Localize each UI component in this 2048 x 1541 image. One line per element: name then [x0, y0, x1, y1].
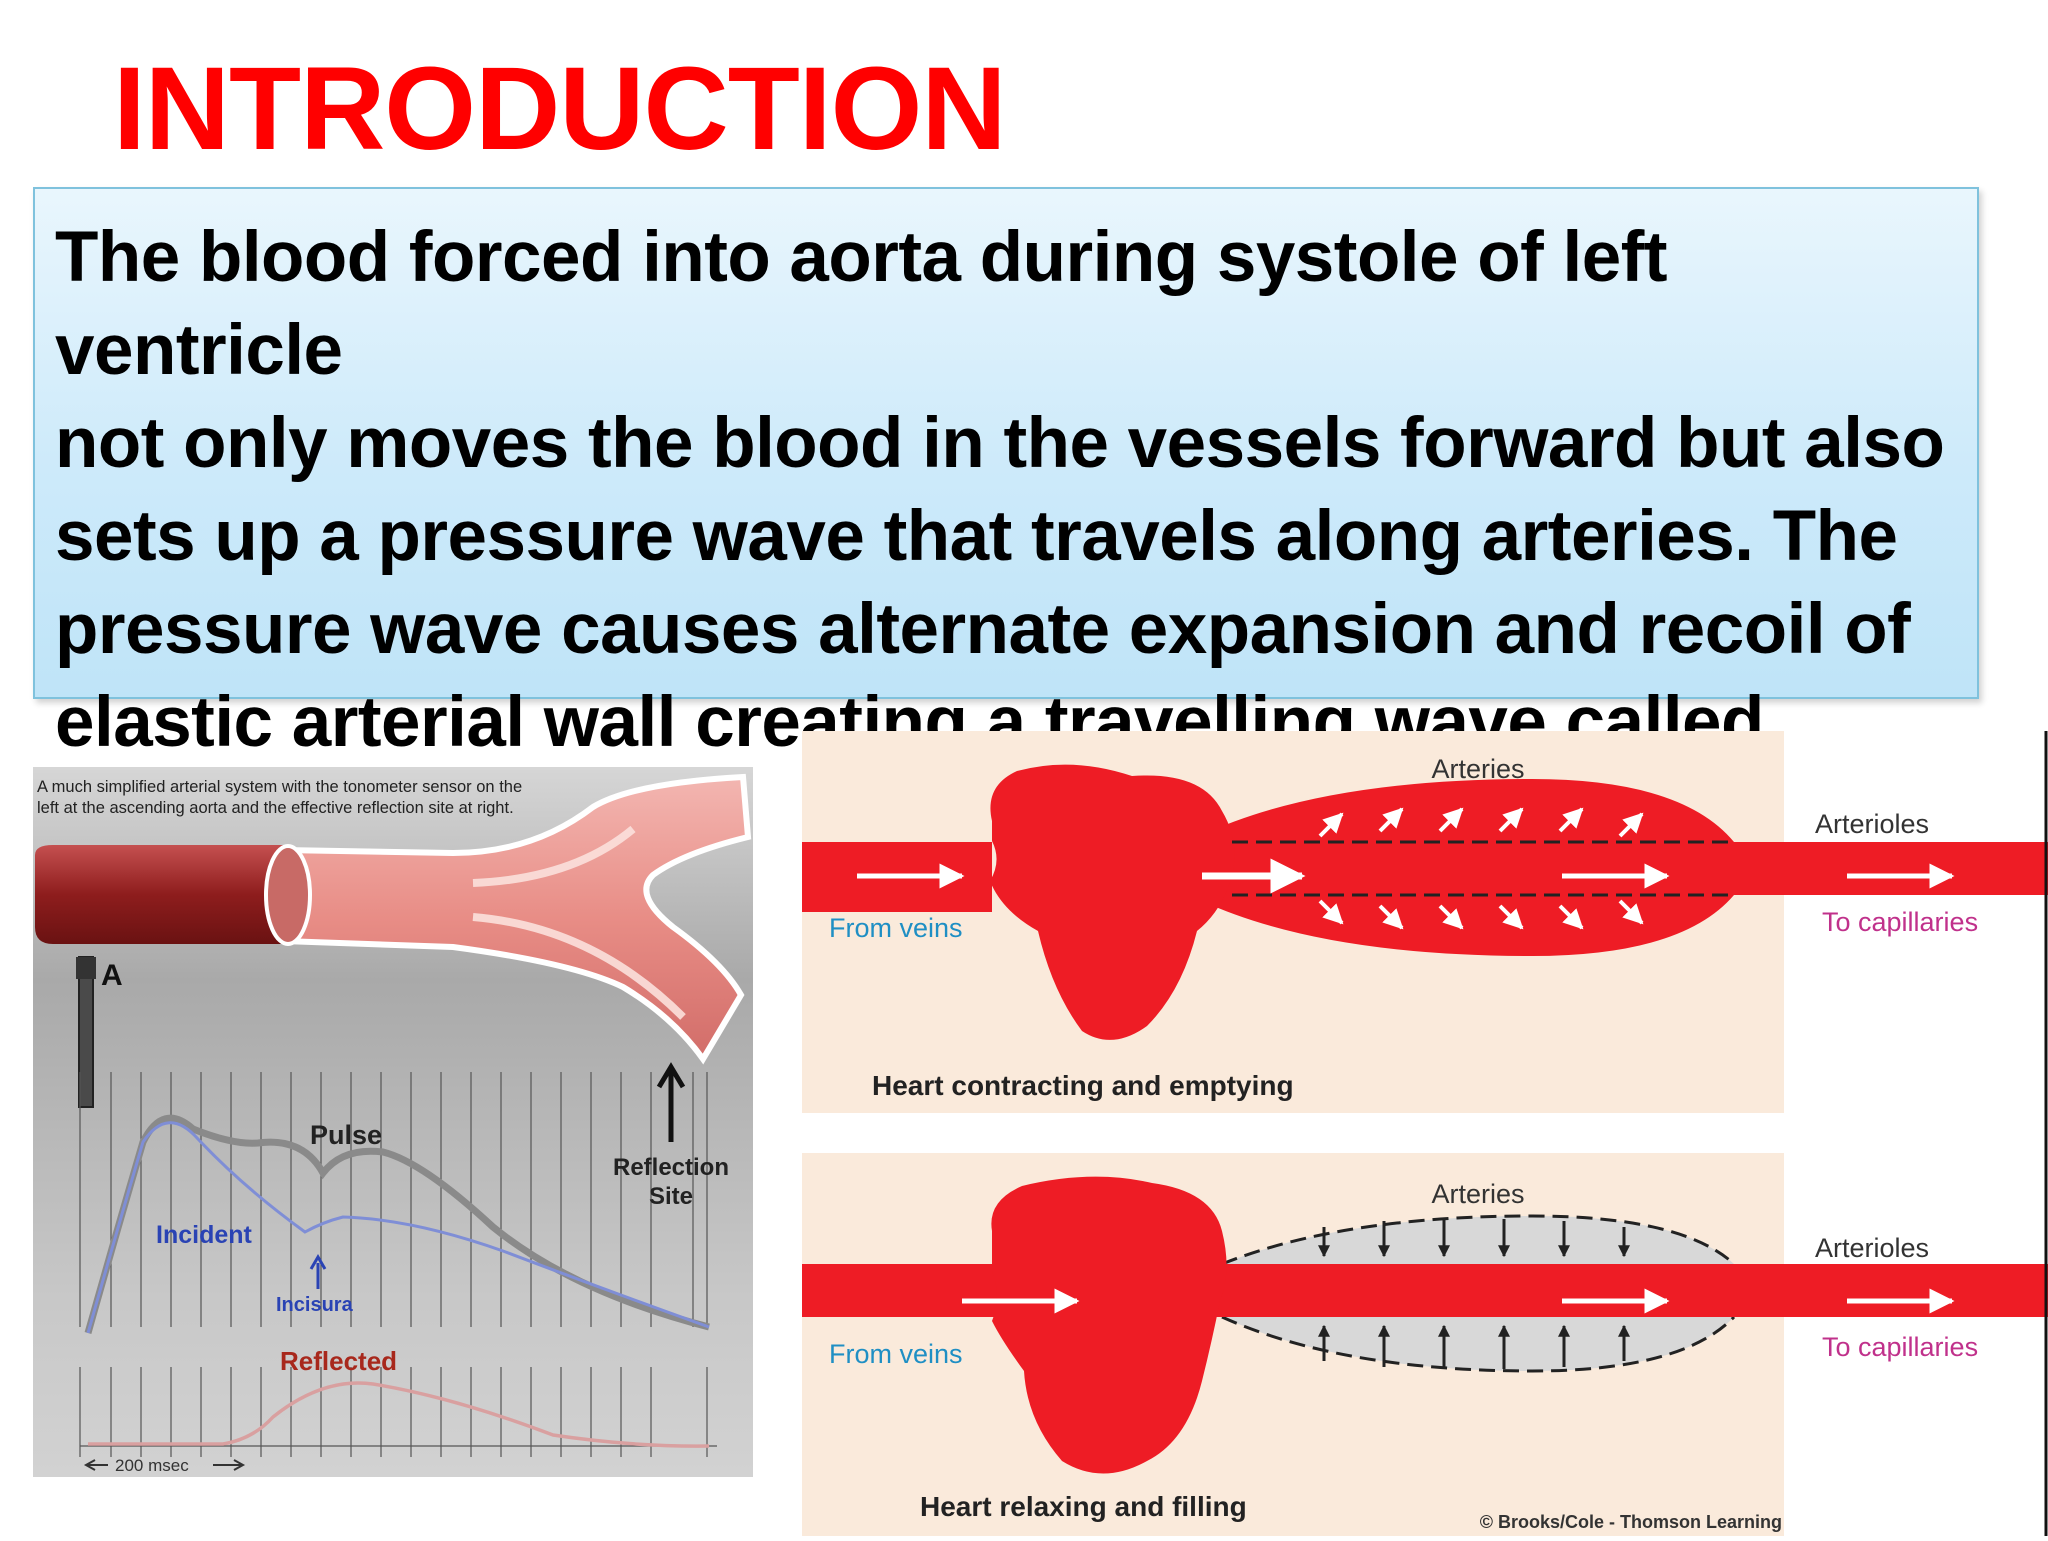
body-line-2: not only moves the blood in the vessels … — [55, 404, 1945, 483]
caption-line-1: A much simplified arterial system with t… — [37, 778, 522, 796]
intro-paragraph: The blood forced into aorta during systo… — [55, 211, 1959, 862]
top-from-veins-label: From veins — [829, 913, 963, 943]
reflection-site-label-2: Site — [649, 1183, 693, 1210]
body-line-1: The blood forced into aorta during systo… — [55, 218, 1668, 390]
reflected-label: Reflected — [280, 1346, 397, 1376]
time-scale-label: 200 msec — [115, 1456, 189, 1475]
sensor-label: A — [101, 959, 123, 992]
artery-tree — [35, 773, 752, 1065]
pulse-label: Pulse — [310, 1120, 382, 1150]
tonometer-sensor: A — [76, 956, 123, 1108]
bottom-arteries-label: Arteries — [1431, 1179, 1524, 1209]
bottom-from-veins-label: From veins — [829, 1339, 963, 1369]
slide-title: INTRODUCTION — [113, 43, 1007, 175]
waveform-grid — [79, 1072, 717, 1457]
caption-line-2: left at the ascending aorta and the effe… — [37, 799, 514, 817]
top-panel-caption: Heart contracting and emptying — [872, 1070, 1294, 1101]
bottom-to-capillaries-label: To capillaries — [1822, 1332, 1978, 1362]
top-to-capillaries-label: To capillaries — [1822, 907, 1978, 937]
heart-arteries-figure: Arteries Arterioles From veins To capill… — [802, 731, 2048, 1536]
heart-arteries-diagram: Arteries Arterioles From veins To capill… — [802, 731, 2048, 1536]
heart-contracting — [990, 764, 1235, 1040]
arterial-pulse-diagram: A much simplified arterial system with t… — [35, 773, 752, 1475]
reflection-site-arrow-icon — [656, 1062, 686, 1142]
incisura-label: Incisura — [276, 1294, 354, 1316]
body-line-3: sets up a pressure wave that travels alo… — [55, 497, 1898, 576]
heart-contracting-panel: Arteries Arterioles From veins To capill… — [802, 731, 2048, 1113]
intro-text-box: The blood forced into aorta during systo… — [33, 187, 1979, 855]
body-line-4: pressure wave causes alternate expansion… — [55, 590, 1911, 669]
incident-label: Incident — [156, 1221, 253, 1249]
bottom-panel-caption: Heart relaxing and filling — [920, 1491, 1247, 1522]
heart-relaxing — [991, 1176, 1227, 1474]
incisura-arrow-icon — [309, 1254, 327, 1289]
arterial-pulse-figure: A much simplified arterial system with t… — [33, 767, 753, 1477]
heart-relaxing-panel: Arteries Arterioles From veins To capill… — [802, 1153, 2048, 1536]
time-scale-bar: 200 msec — [83, 1456, 246, 1475]
credit-text: © Brooks/Cole - Thomson Learning — [1480, 1512, 1782, 1532]
incident-curve — [86, 1121, 710, 1334]
reflection-site-label-1: Reflection — [613, 1154, 729, 1181]
bottom-arterioles-label: Arterioles — [1815, 1233, 1929, 1263]
top-arterioles-label: Arterioles — [1815, 809, 1929, 839]
reflected-curve — [88, 1381, 710, 1448]
top-arteries-label: Arteries — [1431, 754, 1524, 784]
